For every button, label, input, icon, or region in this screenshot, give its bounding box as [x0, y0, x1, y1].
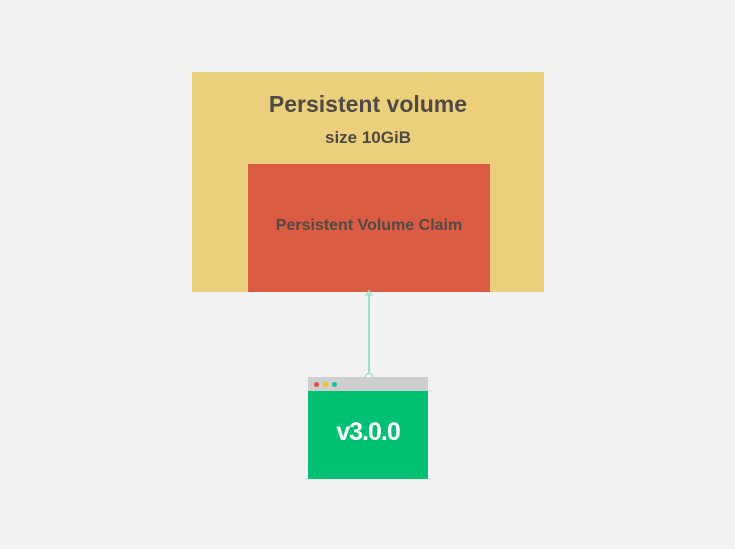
persistent-volume-size: size 10GiB [325, 128, 411, 147]
persistent-volume-box: Persistent volume size 10GiB Persistent … [192, 72, 544, 292]
app-window-body: v3.0.0 [308, 391, 428, 479]
window-close-dot-icon [314, 382, 319, 387]
window-minimize-dot-icon [323, 382, 328, 387]
window-maximize-dot-icon [332, 382, 337, 387]
persistent-volume-claim-box: Persistent Volume Claim [248, 164, 490, 292]
persistent-volume-title: Persistent volume [268, 91, 468, 117]
persistent-volume-claim-label: Persistent Volume Claim [275, 217, 463, 234]
app-window: v3.0.0 [308, 377, 428, 479]
app-window-titlebar [308, 377, 428, 391]
app-version-label: v3.0.0 [336, 418, 401, 446]
